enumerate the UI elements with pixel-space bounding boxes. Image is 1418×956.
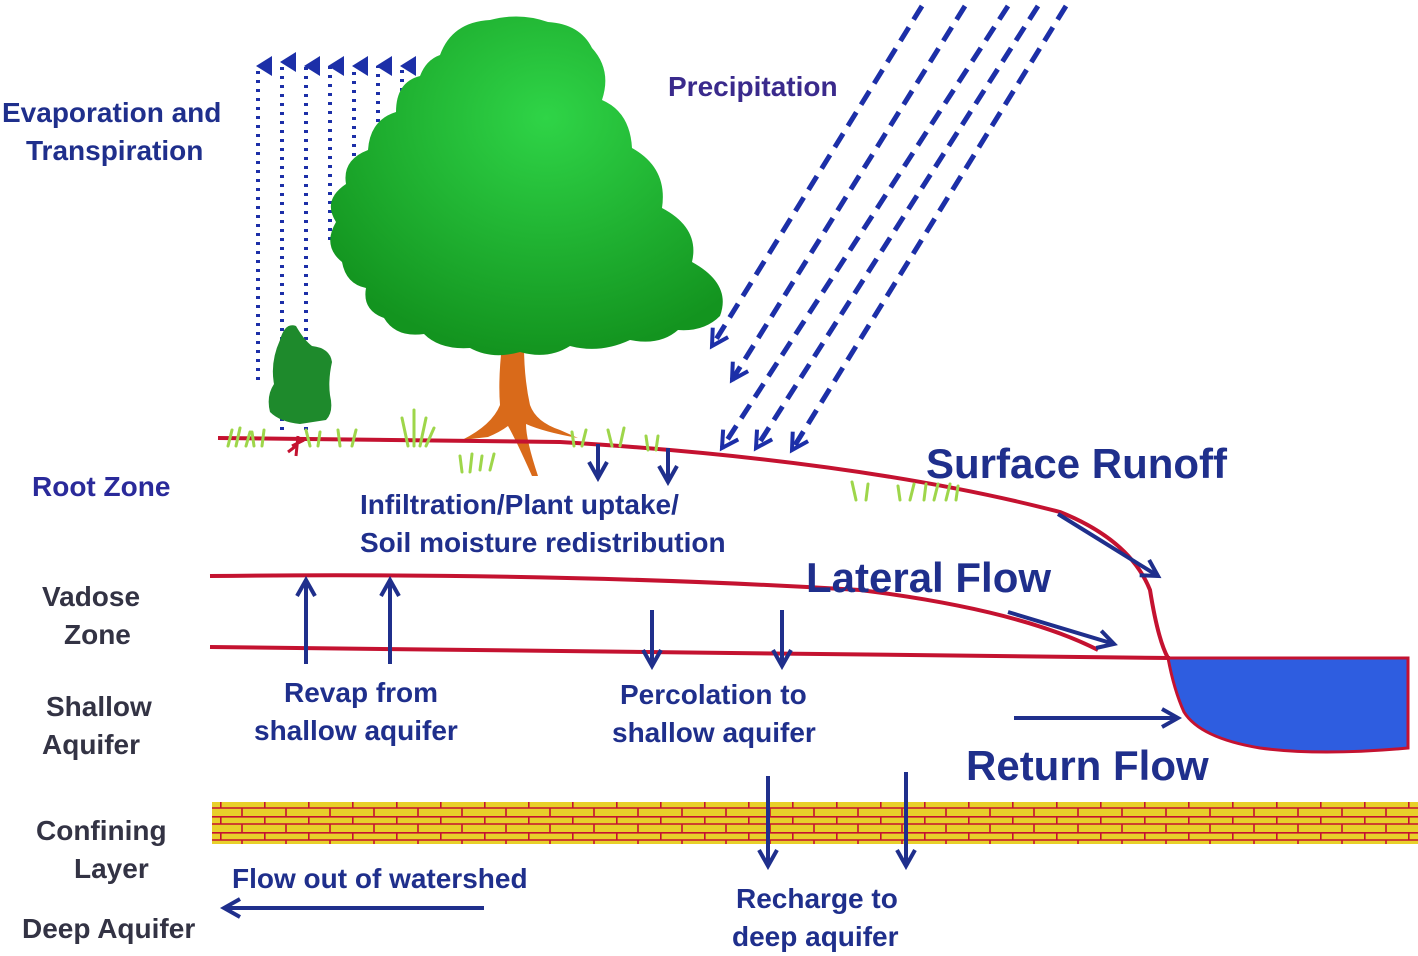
lateral-flow-label: Lateral Flow <box>806 554 1051 601</box>
vadose-top-line <box>209 573 1099 652</box>
percolation-label-line1: Percolation to <box>620 679 807 710</box>
deep-aquifer-label: Deep Aquifer <box>22 913 195 944</box>
recharge-label-line1: Recharge to <box>736 883 898 914</box>
percolation-label-line2: shallow aquifer <box>612 717 816 748</box>
precipitation-lines <box>712 4 1069 450</box>
revap-label-line2: shallow aquifer <box>254 715 458 746</box>
ground-surface-line <box>217 436 1170 659</box>
tree-trunk-icon <box>462 345 578 476</box>
infiltration-label-line2: Soil moisture redistribution <box>360 527 726 558</box>
shallow-aquifer-label-line2: Aquifer <box>42 729 140 760</box>
infiltration-arrows <box>598 444 668 482</box>
percolation-arrows <box>652 610 782 666</box>
shallow-aquifer-label-line1: Shallow <box>46 691 152 722</box>
vadose-zone-label-line1: Vadose <box>42 581 140 612</box>
tree-canopy-icon <box>330 16 723 356</box>
lateral-flow-arrow <box>1007 610 1114 644</box>
shrub-icon <box>268 325 332 424</box>
grass-tufts <box>226 408 960 502</box>
recharge-label-line2: deep aquifer <box>732 921 899 952</box>
confining-layer <box>212 802 1418 844</box>
stream-water-body <box>1166 656 1410 754</box>
small-red-plant-icon <box>287 435 305 457</box>
vadose-zone-label-line2: Zone <box>64 619 131 650</box>
precipitation-label: Precipitation <box>668 71 838 102</box>
evapotranspiration-arrows <box>256 52 416 430</box>
evaporation-label-line2: Transpiration <box>26 135 203 166</box>
revap-arrows <box>306 580 390 664</box>
return-flow-label: Return Flow <box>966 742 1209 789</box>
surface-runoff-arrow <box>1056 512 1158 576</box>
water-table-line <box>209 645 1171 660</box>
surface-runoff-label: Surface Runoff <box>926 440 1228 487</box>
evaporation-label-line1: Evaporation and <box>2 97 221 128</box>
confining-layer-label-line1: Confining <box>36 815 167 846</box>
revap-label-line1: Revap from <box>284 677 438 708</box>
root-zone-label: Root Zone <box>32 471 170 502</box>
flow-out-label: Flow out of watershed <box>232 863 528 894</box>
infiltration-label-line1: Infiltration/Plant uptake/ <box>360 489 679 520</box>
recharge-arrows <box>768 772 906 866</box>
confining-layer-label-line2: Layer <box>74 853 149 884</box>
